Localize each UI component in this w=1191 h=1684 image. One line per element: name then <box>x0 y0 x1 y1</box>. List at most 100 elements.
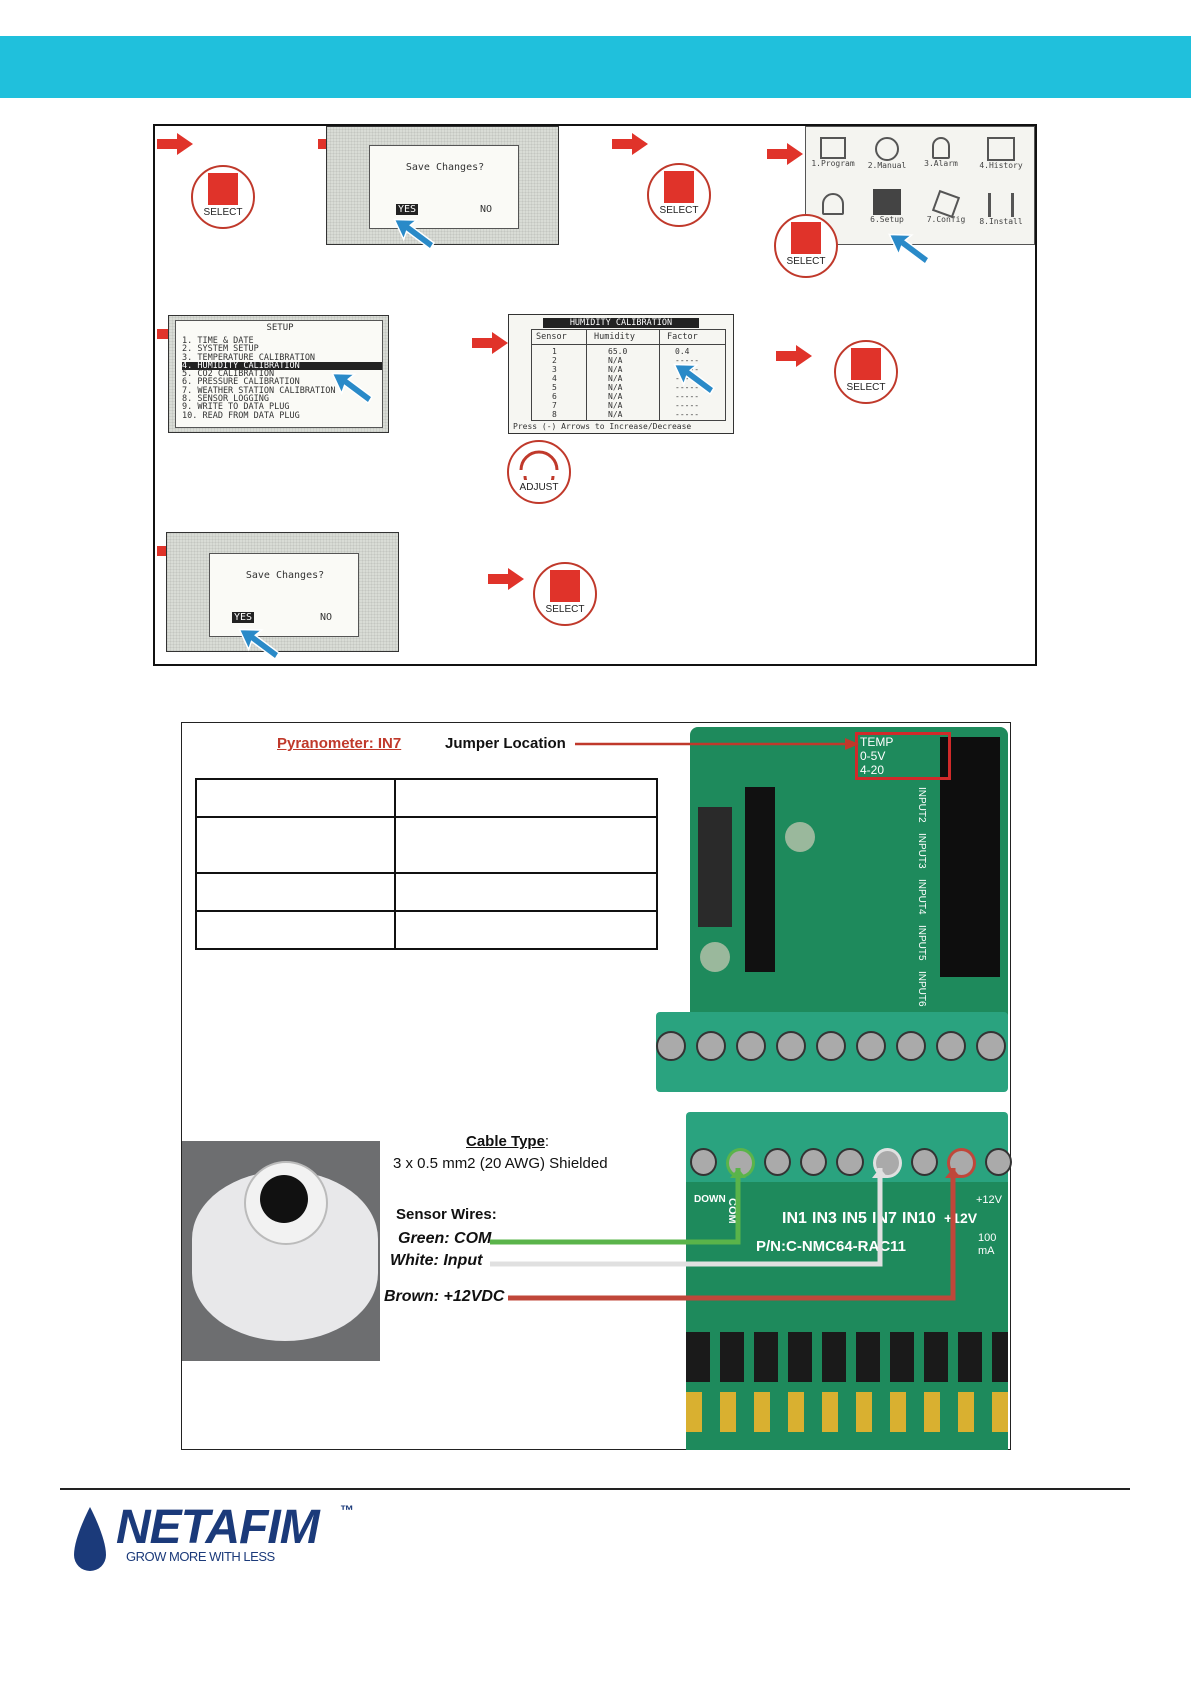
red-arrow-icon <box>767 143 803 165</box>
white-wire <box>490 1168 883 1267</box>
select-button[interactable]: SELECT <box>191 165 255 229</box>
col-sensor: Sensor <box>536 332 567 342</box>
pyranometer-photo <box>182 1141 380 1361</box>
footer-divider <box>60 1488 1130 1490</box>
select-label: SELECT <box>203 207 243 218</box>
screw-icon <box>776 1031 806 1061</box>
capacitor-row <box>686 1392 1008 1432</box>
setup-item[interactable]: 8. SENSOR LOGGING <box>182 394 269 405</box>
menu-history[interactable]: 4.History <box>976 137 1026 170</box>
yes-option[interactable]: YES <box>396 204 419 215</box>
board-label-com: COM <box>726 1198 738 1224</box>
input-label: INPUT3 <box>916 833 927 869</box>
jumper-location-label: Jumper Location <box>445 735 566 752</box>
jumper-highlight <box>855 732 951 780</box>
dialog-question: Save Changes? <box>405 162 485 173</box>
screws-upper <box>656 1031 1008 1061</box>
screw-icon <box>910 1148 938 1176</box>
table-row <box>195 816 658 874</box>
setup-item[interactable]: 3. TEMPERATURE CALIBRATION <box>182 352 316 363</box>
screw-icon <box>690 1148 718 1176</box>
setup-item[interactable]: 10. READ FROM DATA PLUG <box>182 410 300 421</box>
humidity-title: HUMIDITY CALIBRATION <box>543 318 699 328</box>
screw-icon <box>936 1031 966 1061</box>
wire-brown-label: Brown: +12VDC <box>384 1288 505 1305</box>
menu-install[interactable]: 8.Install <box>976 193 1026 226</box>
red-arrow-icon <box>488 568 524 590</box>
board-label-in3: IN3 <box>812 1210 837 1227</box>
board-label-in5: IN5 <box>842 1210 867 1227</box>
cable-type-colon: : <box>544 1133 550 1150</box>
setup-item[interactable]: 2. SYSTEM SETUP <box>182 344 259 355</box>
setup-item[interactable]: 1. TIME & DATE <box>182 336 254 346</box>
adjust-button[interactable]: ADJUST <box>507 440 571 504</box>
board-label-down: DOWN <box>694 1194 726 1205</box>
select-label: SELECT <box>545 604 585 615</box>
pin-header <box>745 787 775 972</box>
screw-icon <box>976 1031 1006 1061</box>
stethoscope-icon <box>822 193 844 215</box>
yes-option[interactable]: YES <box>232 612 255 623</box>
setup-item-selected[interactable]: 4. HUMIDITY CALIBRATION <box>182 361 382 370</box>
no-option[interactable]: NO <box>480 204 493 215</box>
header-band <box>0 36 1191 98</box>
screw-icon <box>764 1148 792 1176</box>
wiring-table <box>195 778 658 950</box>
screws-lower <box>690 1148 1012 1178</box>
green-wire <box>490 1168 741 1245</box>
input-label: INPUT2 <box>916 787 927 823</box>
setup-item[interactable]: 5. CO2 CALIBRATION <box>182 369 275 380</box>
sensor-dome <box>260 1175 308 1223</box>
board-label-12v-b: +12V <box>976 1194 1002 1206</box>
humidity-footer: Press (-) Arrows to Increase/Decrease <box>513 422 692 431</box>
menu-program[interactable]: 1.Program <box>808 137 858 168</box>
input-label: INPUT4 <box>916 879 927 915</box>
select-button[interactable]: SELECT <box>834 340 898 404</box>
table-row <box>195 778 658 818</box>
no-option[interactable]: NO <box>320 612 333 623</box>
cable-type-value: 3 x 0.5 mm2 (20 AWG) Shielded <box>393 1155 608 1172</box>
menu-alarm[interactable]: 3.Alarm <box>916 137 966 168</box>
program-icon <box>820 137 846 159</box>
setup-icon <box>873 189 901 215</box>
diode-row <box>686 1332 1008 1382</box>
select-button[interactable]: SELECT <box>533 562 597 626</box>
setup-list: 1. TIME & DATE 2. SYSTEM SETUP 3. TEMPER… <box>182 337 382 420</box>
setup-item[interactable]: 7. WEATHER STATION CALIBRATION <box>182 385 336 396</box>
screw-icon <box>736 1031 766 1061</box>
setup-item[interactable]: 9. WRITE TO DATA PLUG <box>182 402 290 413</box>
jumper-label-420: 4-20 <box>860 763 885 777</box>
book-icon <box>987 137 1015 161</box>
screw-icon <box>696 1031 726 1061</box>
cable-type-heading: Cable Type <box>466 1133 545 1150</box>
sensor-title: Pyranometer: IN7 <box>277 735 402 752</box>
save-dialog-screen: Save Changes? YES NO <box>166 532 399 652</box>
wire-lines <box>490 1168 960 1301</box>
board-label-in1: IN1 <box>782 1210 807 1227</box>
humidity-rows: 165.00.4 2N/A----- 3N/A----- 4N/A----- 5… <box>532 347 725 419</box>
wire-green-label: Green: COM <box>398 1230 492 1247</box>
bell-icon <box>932 137 950 159</box>
select-button[interactable]: SELECT <box>647 163 711 227</box>
jumper-pointer-line <box>575 738 859 750</box>
setup-item[interactable]: 6. PRESSURE CALIBRATION <box>182 377 300 388</box>
menu-manual[interactable]: 2.Manual <box>862 137 912 170</box>
select-button[interactable]: SELECT <box>774 214 838 278</box>
red-arrow-icon <box>612 133 648 155</box>
table-row <box>195 872 658 912</box>
menu-config[interactable]: 7.Config <box>921 189 971 224</box>
board-label-ma: mA <box>978 1245 995 1257</box>
menu-stethoscope[interactable] <box>808 193 858 215</box>
brand-tagline: GROW MORE WITH LESS <box>126 1549 275 1564</box>
menu-setup[interactable]: 6.Setup <box>862 189 912 224</box>
red-arrow-icon <box>776 345 812 367</box>
steering-wheel-icon <box>875 137 899 161</box>
board-label-in10: IN10 <box>902 1210 936 1227</box>
col-humidity: Humidity <box>594 332 635 342</box>
